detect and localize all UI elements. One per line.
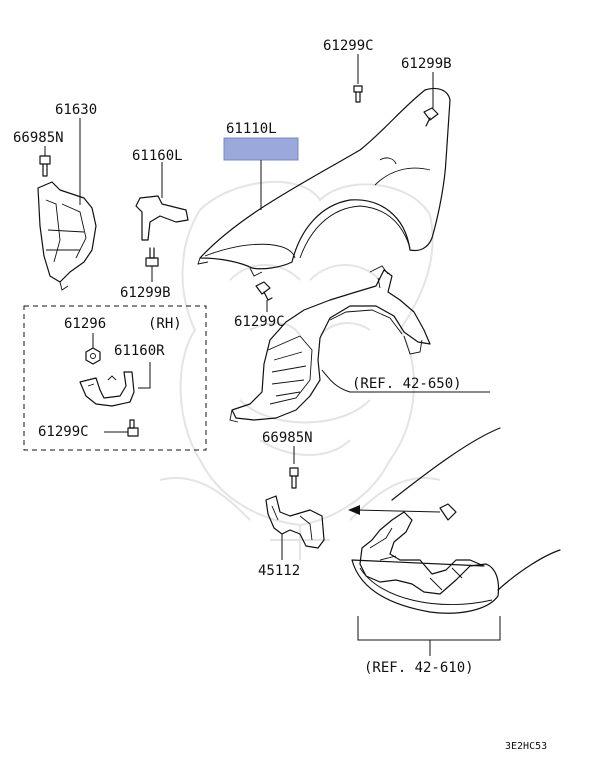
bolt-61299b-mid: [145, 247, 159, 282]
nut-61296: [85, 333, 101, 365]
label-rh: (RH): [148, 316, 182, 332]
label-61296: 61296: [64, 316, 106, 332]
bracket-45112: [265, 495, 325, 560]
label-61110l: 61110L: [226, 121, 277, 137]
front-bumper: [351, 427, 561, 614]
label-66985n-left: 66985N: [13, 130, 64, 146]
label-61160l: 61160L: [132, 148, 183, 164]
bolt-61299c-top: [353, 54, 363, 103]
side-shield-61630: [37, 118, 97, 291]
label-61299c-top: 61299C: [323, 38, 374, 54]
watermark-emblem: [159, 180, 441, 560]
rh-parts-box: [23, 305, 207, 451]
small-clip: [439, 503, 457, 521]
clip-66985n-mid: [289, 446, 299, 489]
part-number-highlight: [223, 137, 299, 161]
arrow-to-bumper: [348, 505, 441, 515]
bolt-61299c-box: [104, 419, 139, 437]
inner-fender-liner: [229, 265, 431, 423]
bracket-ref-42-610: [357, 616, 501, 641]
bracket-61160r: [79, 362, 151, 407]
label-61160r: 61160R: [114, 343, 165, 359]
bracket-61160l: [135, 162, 189, 241]
label-61299c-box: 61299C: [38, 424, 89, 440]
bolt-61299c-mid: [255, 281, 273, 312]
leader-ref-42-650: [321, 369, 490, 393]
label-61299c-mid: 61299C: [234, 314, 285, 330]
label-ref-42-650: (REF. 42-650): [352, 376, 462, 392]
bolt-61299b-top: [423, 72, 439, 127]
clip-66985n-left: [39, 146, 51, 177]
image-code: 3E2HC53: [505, 741, 547, 752]
label-45112: 45112: [258, 563, 300, 579]
label-61299b-top: 61299B: [401, 56, 452, 72]
label-61299b-mid: 61299B: [120, 285, 171, 301]
fender-61110l: [197, 87, 451, 277]
label-66985n-mid: 66985N: [262, 430, 313, 446]
label-61630: 61630: [55, 102, 97, 118]
label-ref-42-610: (REF. 42-610): [364, 660, 474, 676]
